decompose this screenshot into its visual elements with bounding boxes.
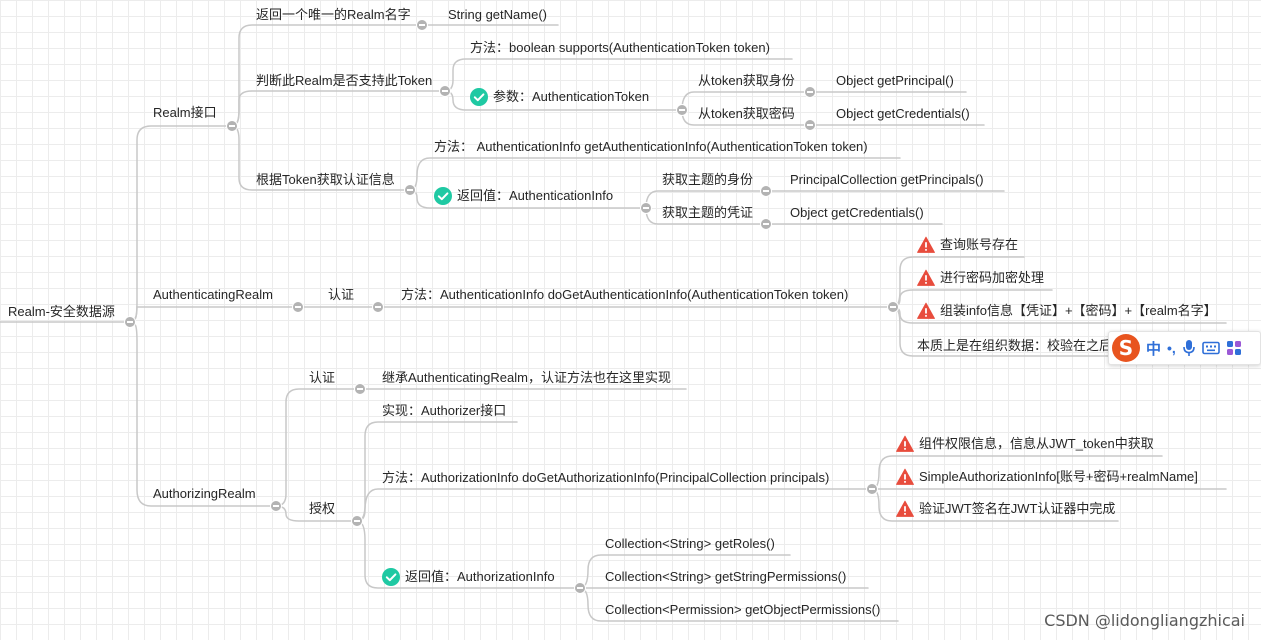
node-get-name-method[interactable]: String getName() [448, 7, 547, 22]
collapse-toggle-root[interactable] [124, 316, 136, 328]
collapse-toggle-authn-2[interactable] [354, 383, 366, 395]
collapse-toggle-authenticating-realm[interactable] [292, 301, 304, 313]
ime-logo[interactable]: S [1112, 334, 1140, 362]
warning-icon [917, 269, 935, 286]
node-get-auth-info-method[interactable]: 方法： AuthenticationInfo getAuthentication… [434, 139, 868, 154]
node-realm-interface[interactable]: Realm接口 [153, 105, 217, 120]
collapse-toggle-realm-interface[interactable] [226, 120, 238, 132]
node-get-credentials-token[interactable]: Object getCredentials() [836, 106, 970, 121]
node-encrypt-password[interactable]: 进行密码加密处理 [917, 269, 1044, 287]
node-perm-info-jwt[interactable]: 组件权限信息，信息从JWT_token中获取 [896, 435, 1154, 453]
warning-icon [896, 500, 914, 517]
node-get-principals[interactable]: PrincipalCollection getPrincipals() [790, 172, 984, 187]
node-get-object-permissions[interactable]: Collection<Permission> getObjectPermissi… [605, 602, 881, 617]
collapse-toggle-token-identity[interactable] [804, 86, 816, 98]
warning-icon [917, 236, 935, 253]
check-circle-icon [470, 88, 488, 106]
collapse-toggle-do-get-auth[interactable] [887, 301, 899, 313]
collapse-toggle-authn-1[interactable] [372, 301, 384, 313]
node-get-auth-info[interactable]: 根据Token获取认证信息 [256, 172, 395, 187]
node-get-principal[interactable]: Object getPrincipal() [836, 73, 954, 88]
collapse-toggle-authz[interactable] [351, 515, 363, 527]
node-authorizing-realm[interactable]: AuthorizingRealm [153, 486, 256, 501]
collapse-toggle-do-get-authz[interactable] [866, 483, 878, 495]
toolbox-grid-icon[interactable] [1226, 340, 1242, 356]
check-circle-icon [434, 187, 452, 205]
node-get-name[interactable]: 返回一个唯一的Realm名字 [256, 7, 411, 22]
node-get-roles[interactable]: Collection<String> getRoles() [605, 536, 775, 551]
node-authn-1[interactable]: 认证 [328, 287, 355, 302]
node-implements-authorizer[interactable]: 实现：Authorizer接口 [382, 403, 507, 418]
ime-mode-toggle[interactable]: 中 [1146, 339, 1162, 358]
collapse-toggle-authorizing-realm[interactable] [270, 500, 282, 512]
check-circle-icon [382, 568, 400, 586]
node-token-identity[interactable]: 从token获取身份 [698, 73, 795, 88]
collapse-toggle-subject-identity[interactable] [760, 185, 772, 197]
collapse-toggle-get-auth-info-return[interactable] [640, 202, 652, 214]
collapse-toggle-get-name[interactable] [416, 19, 428, 31]
warning-icon [896, 435, 914, 452]
node-simple-authz-info[interactable]: SimpleAuthorizationInfo[账号+密码+realmName] [896, 468, 1198, 486]
node-verify-jwt[interactable]: 验证JWT签名在JWT认证器中完成 [896, 500, 1115, 518]
node-token-password[interactable]: 从token获取密码 [698, 106, 795, 121]
warning-icon [896, 468, 914, 485]
node-authn-2[interactable]: 认证 [309, 370, 336, 385]
node-supports[interactable]: 判断此Realm是否支持此Token [256, 73, 433, 88]
node-authz[interactable]: 授权 [309, 501, 336, 516]
node-query-account[interactable]: 查询账号存在 [917, 236, 1018, 254]
keyboard-icon[interactable] [1202, 341, 1220, 355]
collapse-toggle-authz-return[interactable] [574, 582, 586, 594]
collapse-toggle-supports[interactable] [439, 85, 451, 97]
microphone-icon[interactable] [1182, 339, 1196, 357]
collapse-toggle-get-auth-info[interactable] [404, 184, 416, 196]
collapse-toggle-supports-param[interactable] [676, 104, 688, 116]
node-supports-method[interactable]: 方法：boolean supports(AuthenticationToken … [470, 40, 770, 55]
node-subject-identity[interactable]: 获取主题的身份 [662, 172, 754, 187]
node-do-get-authz-method[interactable]: 方法：AuthorizationInfo doGetAuthorizationI… [382, 470, 830, 485]
node-root[interactable]: Realm-安全数据源 [8, 304, 115, 319]
csdn-watermark: CSDN @lidongliangzhicai [1044, 611, 1245, 630]
node-authz-return[interactable]: 返回值：AuthorizationInfo [382, 568, 555, 586]
node-get-string-permissions[interactable]: Collection<String> getStringPermissions(… [605, 569, 847, 584]
collapse-toggle-token-password[interactable] [804, 119, 816, 131]
node-subject-credential[interactable]: 获取主题的凭证 [662, 205, 754, 220]
warning-icon [917, 302, 935, 319]
node-authenticating-realm[interactable]: AuthenticatingRealm [153, 287, 273, 302]
node-inherit-note[interactable]: 继承AuthenticatingRealm，认证方法也在这里实现 [382, 370, 671, 385]
node-assemble-info[interactable]: 组装info信息【凭证】+【密码】+【realm名字】 [917, 302, 1217, 320]
node-get-auth-info-return[interactable]: 返回值：AuthenticationInfo [434, 187, 613, 205]
node-essence[interactable]: 本质上是在组织数据：校验在之后 [917, 338, 1113, 353]
node-do-get-auth-method[interactable]: 方法：AuthenticationInfo doGetAuthenticatio… [401, 287, 849, 302]
ime-toolbar[interactable]: S 中 •, [1108, 331, 1261, 365]
node-supports-param[interactable]: 参数：AuthenticationToken [470, 88, 649, 106]
collapse-toggle-subject-credential[interactable] [760, 218, 772, 230]
ime-punctuation-toggle[interactable]: •, [1167, 340, 1176, 356]
node-get-credentials-subject[interactable]: Object getCredentials() [790, 205, 924, 220]
